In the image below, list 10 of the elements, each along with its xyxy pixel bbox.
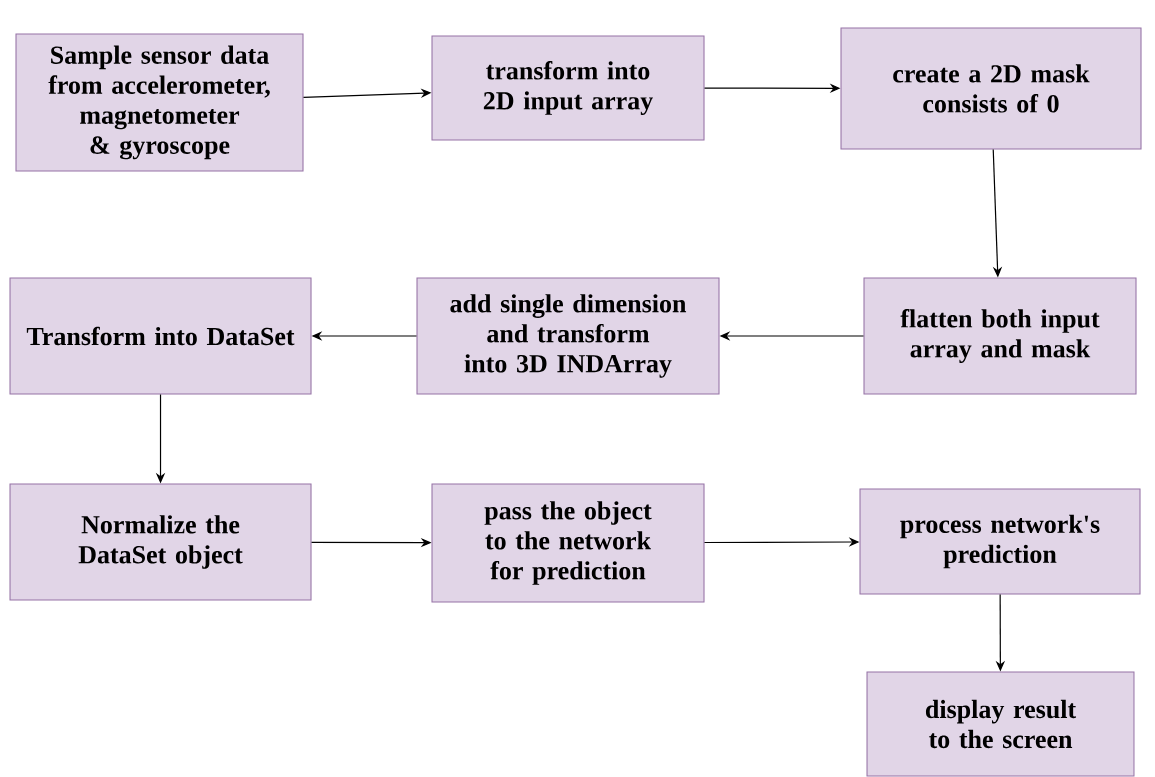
process-box: Sample sensor data from accelerometer, magnetometer & gyroscope — [15, 33, 304, 172]
process-box: display result to the screen — [866, 671, 1135, 777]
process-box: add single dimension and transform into 3D INDArray — [416, 277, 720, 395]
process-box: create a 2D mask consists of 0 — [840, 27, 1142, 150]
process-box: flatten both input array and mask — [863, 277, 1137, 395]
process-box: pass the object to the network for prediction — [431, 483, 705, 603]
process-box: Normalize the DataSet object — [9, 483, 312, 601]
process-box: transform into 2D input array — [431, 35, 705, 141]
process-box: process network's prediction — [859, 488, 1141, 595]
process-box: Transform into DataSet — [9, 277, 312, 395]
